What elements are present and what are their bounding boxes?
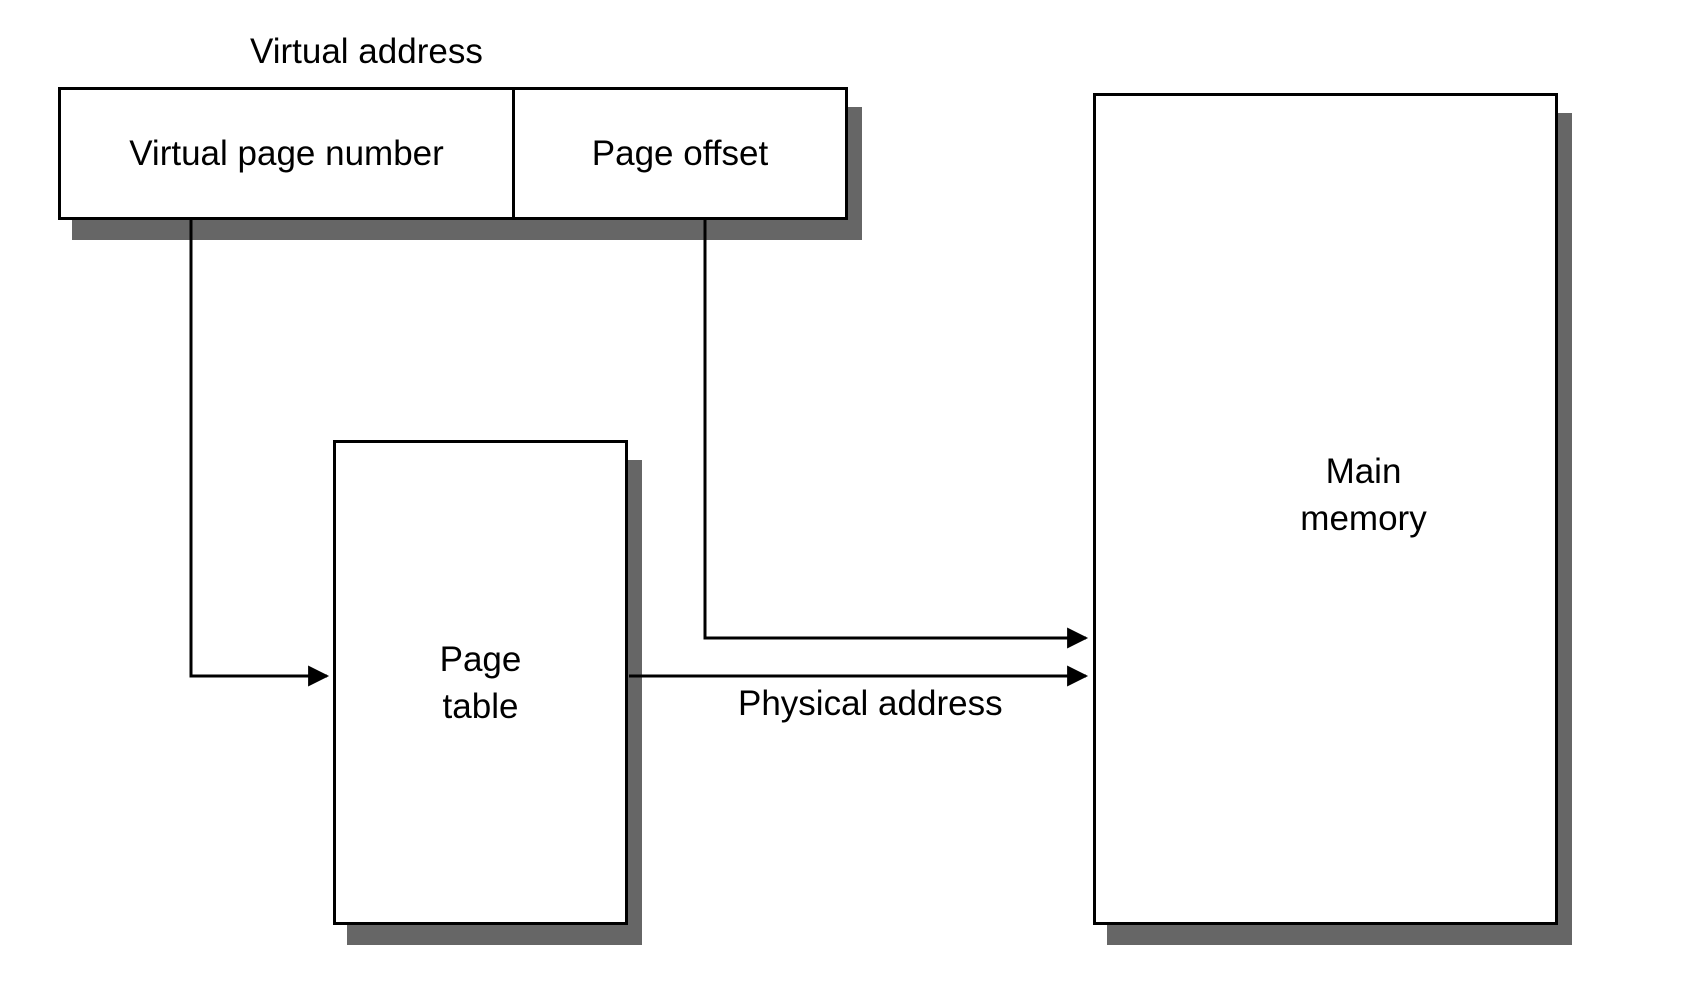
vpn-to-page-table-arrow [189,220,330,687]
page-offset-to-main-memory-arrow [703,220,1089,649]
page-table-label: Page table [439,639,522,726]
physical-address-label: Physical address [738,684,1003,723]
main-memory-box: Main memory [1093,93,1558,925]
virtual-page-number-field: Virtual page number [61,90,515,217]
virtual-address-box: Virtual page number Page offset [58,87,848,220]
page-table-box: Page table [333,440,628,925]
main-memory-label: Main memory [1300,452,1427,538]
page-offset-field: Page offset [591,134,769,173]
virtual-address-title: Virtual address [250,32,483,71]
